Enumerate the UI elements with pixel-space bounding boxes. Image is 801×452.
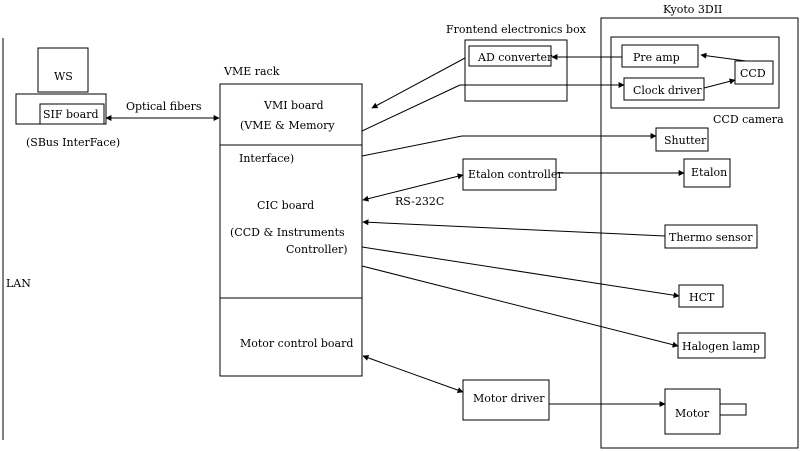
sbus-label: (SBus InterFace) [26,136,120,149]
vme-rack-label: VME rack [223,65,280,78]
etalon-controller-label: Etalon controller [468,168,563,181]
motor-shaft [719,403,747,416]
etalon-controller-box [462,158,557,191]
rs232-label: RS-232C [395,195,444,208]
ws-box [37,47,89,93]
preamp-box [621,44,699,68]
shutter-box [655,127,709,152]
shutter-label: Shutter [664,134,707,147]
ad-converter-label: AD converter [477,51,553,64]
cic-label-2: (CCD & Instruments [230,226,345,239]
frontend-label: Frontend electronics box [446,23,587,36]
vme-rack-box [219,83,363,377]
cic-to-hct-arrow [361,246,680,299]
kyoto-label: Kyoto 3DII [663,3,722,16]
clock-driver-box [623,77,705,101]
cic-label-1: CIC board [257,199,314,212]
vmi-label-1: VMI board [263,99,324,112]
motor-board-driver-link [362,355,464,393]
lan-label: LAN [6,277,31,290]
motor-driver-box [462,379,550,421]
ccd-to-preamp-arrow [700,52,747,62]
hct-label: HCT [689,291,715,304]
thermo-sensor-label: Thermo sensor [669,231,753,244]
ws-label: WS [54,70,73,83]
thermo-sensor-box [664,224,758,249]
ad-to-vmi-arrow [371,57,466,109]
clock-to-ccd-arrow [703,78,736,89]
motor-box [664,388,721,435]
cic-to-halogen-arrow [361,265,679,348]
preamp-label: Pre amp [633,51,680,64]
ad-converter-box [468,45,552,67]
sif-board-box [39,103,105,125]
motor-board-label: Motor control board [240,337,353,350]
halogen-lamp-box [677,332,766,359]
ccd-label: CCD [740,67,766,80]
thermo-to-cic-arrow [362,219,666,237]
clock-driver-label: Clock driver [633,84,702,97]
vmi-label-3: Interface) [239,152,294,165]
etalon-box [683,158,731,188]
cic-label-3: Controller) [286,243,348,256]
vmi-to-shutter-arrow [361,133,657,157]
motor-driver-label: Motor driver [473,392,545,405]
vmi-label-2: (VME & Memory [240,119,335,132]
motor-label: Motor [675,407,710,420]
optical-label: Optical fibers [126,100,202,113]
cic-etalon-controller-link [362,173,464,202]
ccd-box [734,60,774,85]
halogen-lamp-label: Halogen lamp [682,340,760,353]
etalon-label: Etalon [691,166,727,179]
sif-board-label: SIF board [43,108,99,121]
vmi-to-clock-line [361,84,461,132]
ccd-camera-label: CCD camera [713,113,784,126]
